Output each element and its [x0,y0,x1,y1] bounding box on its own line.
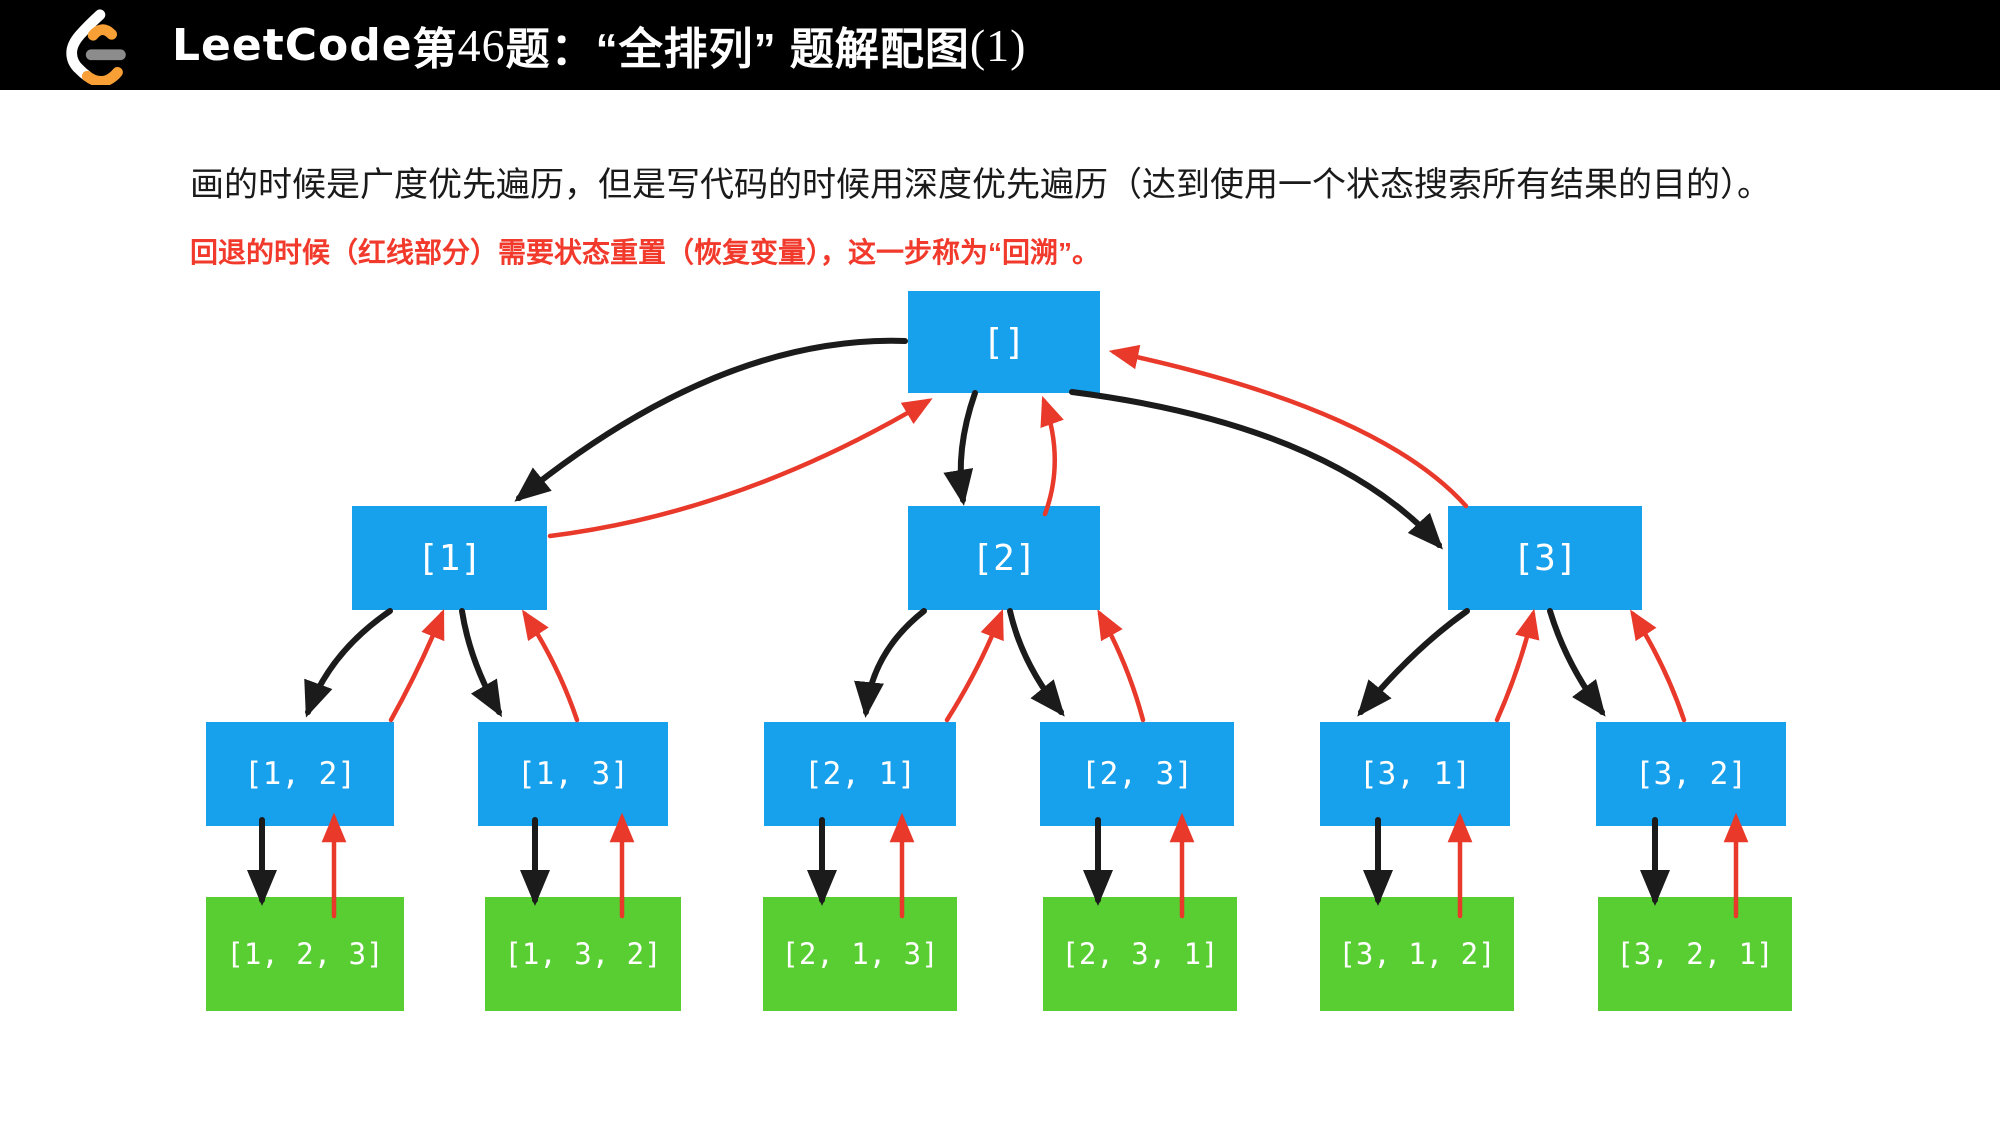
tree-node-n13: [1, 3] [478,722,668,826]
backtrack-arrow-n31-to-n3 [1494,608,1540,723]
visit-arrow-root-to-n2 [943,390,978,506]
visit-arrow-n3-to-n32 [1547,608,1606,717]
visit-arrow-n3-to-n31 [1357,608,1470,717]
page-title-part-0: LeetCode [172,19,413,71]
backtrack-arrow-n32-to-n3 [1630,609,1687,723]
tree-node-n1: [1] [352,506,547,610]
tree-node-n213: [2, 1, 3] [763,897,957,1011]
tree-node-root: [] [908,291,1100,393]
backtrack-arrow-n1-to-root [547,398,933,539]
backtrack-arrow-n13-to-n1 [522,609,580,723]
backtrack-arrow-n12-to-n1 [388,608,445,723]
note-backtrack: 回退的时候（红线部分）需要状态重置（恢复变量），这一步称为“回溯”。 [190,237,1101,268]
leetcode-logo [66,9,126,85]
tree-node-n2: [2] [908,506,1100,610]
tree-node-n32: [3, 2] [1596,722,1786,826]
backtrack-arrow-n23-to-n2 [1097,609,1146,723]
page-title-part-4: (1) [969,19,1027,71]
tree-node-n312: [3, 1, 2] [1320,897,1514,1011]
tree-node-n21: [2, 1] [764,722,956,826]
tree-node-n12: [1, 2] [206,722,394,826]
visit-arrow-n1-to-n13 [459,608,503,718]
backtrack-arrow-n2-to-root [1040,395,1064,517]
backtrack-arrow-n21-to-n2 [944,608,1004,723]
tree-node-n132: [1, 3, 2] [485,897,681,1011]
tree-node-n31: [3, 1] [1320,722,1510,826]
page-title-part-3: 题：“全排列” 题解配图 [505,25,970,74]
visit-arrow-n1-to-n12 [304,608,393,718]
tree-node-n3: [3] [1448,506,1642,610]
note-dfs-bfs: 画的时候是广度优先遍历，但是写代码的时候用深度优先遍历（达到使用一个状态搜索所有… [190,166,1771,204]
visit-arrow-n2-to-n23 [1007,608,1065,717]
visit-arrow-root-to-n3 [1069,389,1444,550]
visit-arrow-n2-to-n21 [854,608,927,718]
page-title: LeetCode 第 46 题：“全排列” 题解配图 (1) [172,0,1027,90]
visit-arrow-root-to-n1 [514,337,908,502]
tree-node-n23: [2, 3] [1040,722,1234,826]
page-title-part-1: 第 [412,25,458,74]
page-title-part-2: 46 [457,19,506,71]
tree-node-n321: [3, 2, 1] [1598,897,1792,1011]
tree-node-n123: [1, 2, 3] [206,897,404,1011]
title-bar: LeetCode 第 46 题：“全排列” 题解配图 (1) [0,0,2000,90]
tree-node-n231: [2, 3, 1] [1043,897,1237,1011]
backtrack-arrow-n3-to-root [1108,344,1469,509]
